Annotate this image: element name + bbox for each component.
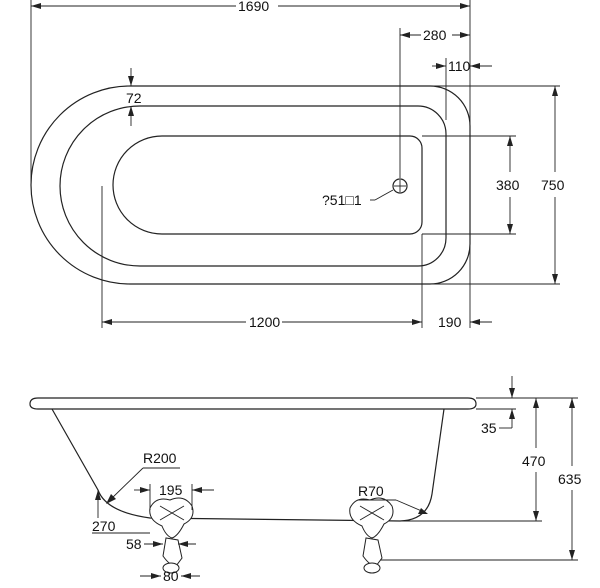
- left-foot-icon: [149, 497, 194, 574]
- dim-foot-width: 58: [126, 536, 142, 552]
- dim-bath-depth: 470: [522, 453, 546, 469]
- dim-inner-length: 1200: [249, 314, 280, 330]
- dim-waste-offset: 280: [423, 27, 447, 43]
- dim-end-offset: 190: [438, 314, 462, 330]
- dim-overall-height: 635: [558, 471, 582, 487]
- side-rim: [29, 397, 477, 410]
- dim-foot-spacing: 195: [159, 482, 183, 498]
- side-body: [51, 408, 445, 522]
- waste-label: ?51□1: [322, 192, 362, 208]
- plan-outer-rim: [30, 85, 471, 285]
- dim-rim-end: 110: [448, 58, 471, 74]
- plan-basin: [112, 135, 423, 235]
- dim-foot-height: 270: [92, 518, 116, 534]
- plan-view: ?51□1 1690 280 110 72: [30, 0, 565, 330]
- dim-foot-base: 80: [163, 568, 179, 583]
- right-foot-icon: [349, 497, 394, 574]
- dim-inner-width: 380: [496, 177, 520, 193]
- dim-rim-width: 72: [126, 90, 142, 106]
- dim-overall-width: 750: [541, 177, 565, 193]
- waste-outlet-icon: [392, 178, 408, 194]
- side-view: 35 470 635 R200 195 270: [29, 376, 582, 584]
- plan-inner-rim: [59, 105, 447, 267]
- dim-overall-length: 1690: [238, 0, 269, 14]
- dim-radius-large: R200: [143, 450, 177, 466]
- dim-rim-height: 35: [481, 420, 497, 436]
- dim-radius-small: R70: [358, 483, 384, 499]
